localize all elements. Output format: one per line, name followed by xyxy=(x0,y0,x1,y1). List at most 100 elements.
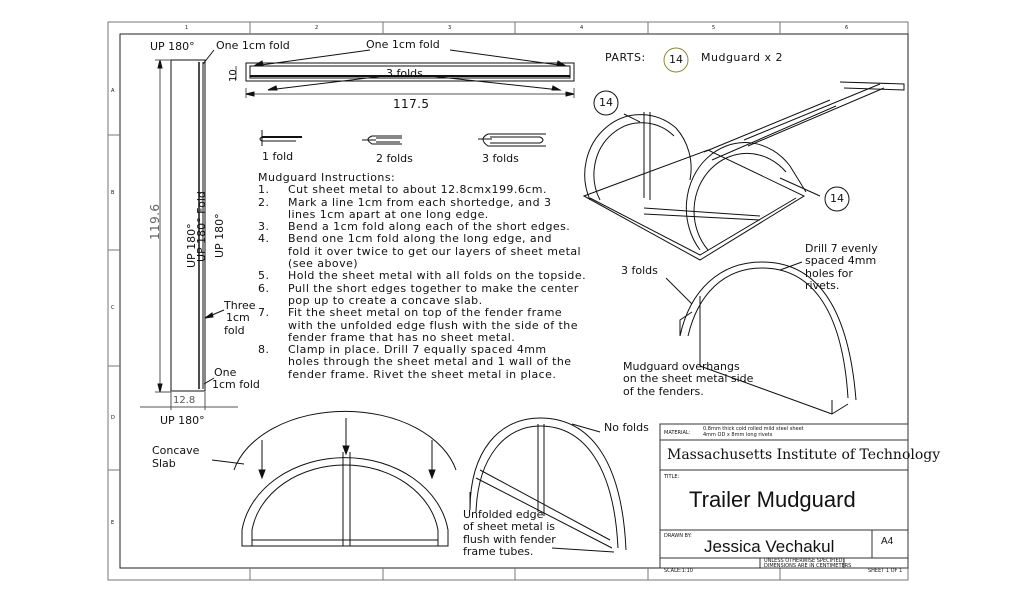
three-cm-fold-line-2: 1cm xyxy=(226,311,250,324)
balloon-left-number: 14 xyxy=(599,96,613,109)
step-text: Mark a line 1cm from each shortedge, and… xyxy=(288,195,552,209)
instruction-step: 2. Mark a line 1cm from each shortedge, a… xyxy=(258,195,586,209)
one-cm-fold-bottom-line-1: One xyxy=(214,366,237,379)
three-cm-fold-line-3: fold xyxy=(224,324,245,337)
step-number: 2. xyxy=(258,195,270,209)
step-number: 6. xyxy=(258,281,270,295)
zone-top-4: 4 xyxy=(580,25,584,31)
step-number: 4. xyxy=(258,232,270,246)
step-text: fold it over twice to get our layers of … xyxy=(288,244,582,258)
long-length-dimension: 119.6 xyxy=(148,203,162,240)
fold-detail-3 xyxy=(478,133,546,147)
thickness-dimension: 10 xyxy=(228,69,239,82)
three-cm-fold-line-1: Three xyxy=(224,299,256,312)
up-label-side-3: UP 180° xyxy=(213,213,226,258)
instruction-step: 5.Hold the sheet metal with all folds on… xyxy=(258,269,587,283)
title-label: TITLE: xyxy=(664,474,680,480)
step-number: 7. xyxy=(258,306,270,320)
overhang-note-line-2: on the sheet metal side xyxy=(623,372,754,385)
step-text: fender frame. Rivet the sheet metal in p… xyxy=(288,367,557,381)
zone-left-d: D xyxy=(111,415,115,421)
fold-detail-1 xyxy=(259,130,302,146)
mudguard-detail-view xyxy=(665,261,857,415)
sheet-size: A4 xyxy=(881,536,894,547)
zone-left-c: C xyxy=(111,305,115,311)
instruction-step: 3. Bend a 1cm fold along each of the shor… xyxy=(258,220,586,234)
zone-top-3: 3 xyxy=(448,25,452,31)
instruction-step: 1.Cut sheet metal to about 12.8cmx199.6c… xyxy=(258,183,586,197)
one-cm-fold-bottom-line-2: 1cm fold xyxy=(212,378,260,391)
concave-slab-view xyxy=(211,410,457,547)
fold-detail-label-3: 3 folds xyxy=(482,152,519,165)
material-line-2: 4mm OD x 8mm long rivets xyxy=(703,432,773,438)
zone-left-e: E xyxy=(111,520,115,526)
one-cm-fold-label-top: One 1cm fold xyxy=(216,39,290,52)
title-block xyxy=(659,423,909,569)
instruction-step-cont: (see above) xyxy=(258,257,586,271)
step-number: 8. xyxy=(258,343,270,357)
step-text: (see above) xyxy=(288,257,359,271)
step-text: Pull the short edges together to make th… xyxy=(288,281,579,295)
sheet-count: SHEET 1 OF 1 xyxy=(868,568,903,574)
instruction-step-cont: fold it over twice to get our layers of … xyxy=(258,244,586,258)
instruction-step: 6. Pull the short edges together to make … xyxy=(258,281,586,295)
step-number: 1. xyxy=(258,183,270,197)
drill-note-line-3: holes for xyxy=(805,267,853,280)
fender-mudguard-view xyxy=(469,417,627,553)
overhang-note-line-1: Mudguard overhangs xyxy=(623,360,740,373)
balloon-right xyxy=(824,186,850,212)
zone-top-6: 6 xyxy=(845,25,849,31)
scale-label: SCALE:1:10 xyxy=(664,568,693,574)
fold-detail-label-2: 2 folds xyxy=(376,152,413,165)
up-label-top: UP 180° xyxy=(150,40,195,53)
drill-note-line-4: rivets. xyxy=(805,279,840,292)
up-label-bottom: UP 180° xyxy=(160,414,205,427)
instruction-step-cont: pop up to create a concave slab. xyxy=(258,293,586,307)
instruction-step-cont: lines 1cm apart at one long edge. xyxy=(258,207,586,221)
parts-item-description: Mudguard x 2 xyxy=(701,51,783,64)
zone-top-5: 5 xyxy=(712,25,716,31)
drill-note-line-1: Drill 7 evenly xyxy=(805,242,878,255)
balloon-left xyxy=(593,90,619,116)
no-folds-label: No folds xyxy=(604,421,649,434)
step-text: fender frame that has no sheet metal. xyxy=(288,330,516,344)
step-text: Bend a 1cm fold along each of the short … xyxy=(288,220,571,234)
balloon-right-number: 14 xyxy=(830,192,844,205)
up-label-side-2: UP 180° Fold xyxy=(195,191,208,262)
material-line-1: 0.8mm thick cold rolled mild steel sheet xyxy=(703,426,804,432)
drill-note-line-2: spaced 4mm xyxy=(805,254,877,267)
instruction-step-cont: fender frame that has no sheet metal. xyxy=(258,330,586,344)
instruction-step: 4. Bend one 1cm fold along the long edge,… xyxy=(258,232,586,246)
concave-slab-line-1: Concave xyxy=(152,444,200,457)
step-text: with the unfolded edge flush with the si… xyxy=(288,318,578,332)
three-folds-label-detail: 3 folds xyxy=(621,264,658,277)
step-text: lines 1cm apart at one long edge. xyxy=(288,207,489,221)
mudguard-instructions: Mudguard Instructions: 1.Cut sheet metal… xyxy=(258,171,587,381)
instruction-step: 7.Fit the sheet metal on top of the fend… xyxy=(258,306,586,320)
width-dimension: 12.8 xyxy=(173,395,196,406)
instructions-title: Mudguard Instructions: xyxy=(258,171,396,184)
step-text: Hold the sheet metal with all folds on t… xyxy=(288,269,587,283)
organization-name: Massachusetts Institute of Technology xyxy=(667,447,941,463)
step-text: Bend one 1cm fold along the long edge, a… xyxy=(288,232,552,246)
step-text: holes through the sheet metal and 1 wall… xyxy=(288,355,572,369)
length-dimension: 117.5 xyxy=(393,97,430,111)
drawing-title: Trailer Mudguard xyxy=(689,487,856,512)
step-text: pop up to create a concave slab. xyxy=(288,293,483,307)
units-note-line-2: DIMENSIONS ARE IN CENTIMETERS xyxy=(764,563,852,569)
material-label: MATERIAL: xyxy=(664,430,691,436)
inner-border xyxy=(119,33,909,569)
overhang-note-line-3: of the fenders. xyxy=(623,385,704,398)
step-number: 3. xyxy=(258,220,270,234)
instruction-step-cont: holes through the sheet metal and 1 wall… xyxy=(258,355,586,369)
unfolded-edge-line-2: of sheet metal is xyxy=(463,520,556,533)
instruction-step-cont: fender frame. Rivet the sheet metal in p… xyxy=(258,367,586,381)
zone-top-2: 2 xyxy=(315,25,319,31)
concave-slab-line-2: Slab xyxy=(152,457,176,470)
drawn-by-label: DRAWN BY: xyxy=(664,533,692,539)
strip-top-view xyxy=(235,49,575,98)
parts-balloon-number: 14 xyxy=(669,53,683,66)
unfolded-edge-line-4: frame tubes. xyxy=(463,545,534,558)
trailer-view xyxy=(582,81,905,261)
